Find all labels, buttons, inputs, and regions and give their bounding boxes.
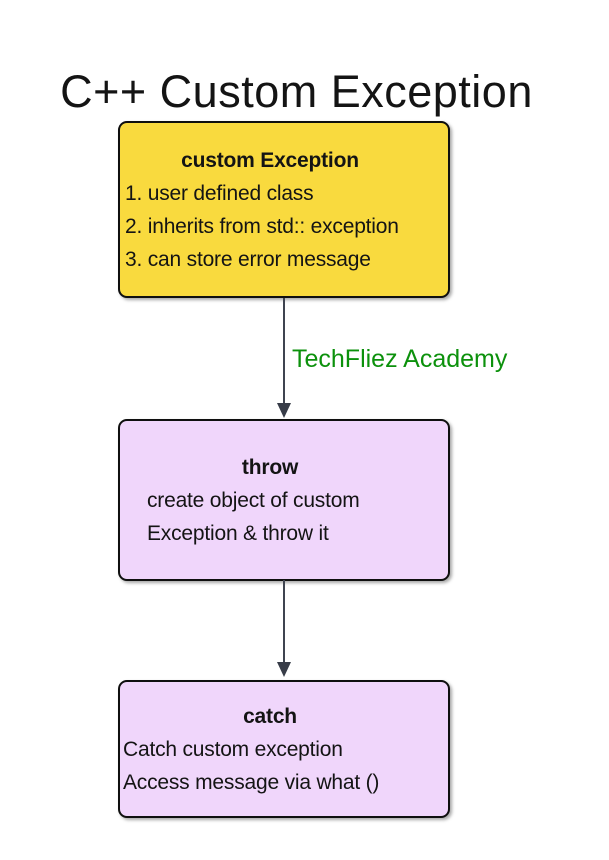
node-catch: catch Catch custom exception Access mess… <box>118 680 450 818</box>
node-catch-line: Access message via what () <box>123 770 380 794</box>
node-custom-exception-line: 3. can store error message <box>125 247 371 271</box>
node-custom-exception-line: 2. inherits from std:: exception <box>125 214 399 238</box>
edge-label-techfliez-academy: TechFliez Academy <box>292 345 508 373</box>
node-throw-line: create object of custom <box>147 488 360 512</box>
node-catch-heading: catch <box>243 704 297 728</box>
node-throw-heading: throw <box>241 455 299 479</box>
page-title: C++ Custom Exception <box>60 66 533 118</box>
node-throw: throw create object of custom Exception … <box>118 419 450 581</box>
edge-custom-to-throw-line <box>283 298 285 404</box>
node-custom-exception: custom Exception 1. user defined class 2… <box>118 121 450 298</box>
node-catch-line: Catch custom exception <box>123 737 343 761</box>
node-custom-exception-heading: custom Exception <box>181 148 359 172</box>
arrowhead-down-icon <box>277 662 291 677</box>
arrowhead-down-icon <box>277 403 291 418</box>
node-custom-exception-line: 1. user defined class <box>125 181 314 205</box>
edge-throw-to-catch-line <box>283 580 285 664</box>
node-throw-line: Exception & throw it <box>147 521 329 545</box>
